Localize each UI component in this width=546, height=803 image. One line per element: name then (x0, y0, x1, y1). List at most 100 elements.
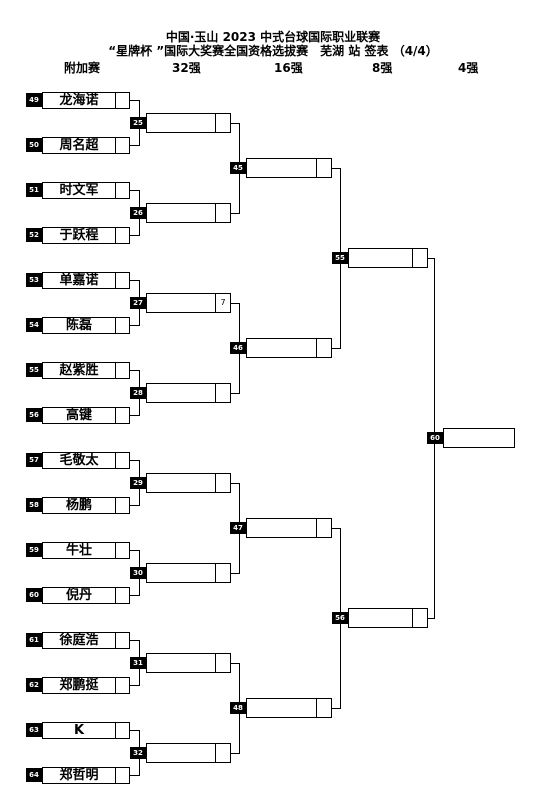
match-slot[interactable] (146, 382, 231, 403)
player-slot[interactable]: 周名超 (42, 137, 130, 154)
match-number: 26 (130, 206, 146, 219)
bracket-connector (231, 482, 240, 484)
player-slot[interactable]: 单嘉诺 (42, 272, 130, 289)
bracket-connector (231, 122, 240, 124)
match-score (215, 473, 230, 492)
player-seed-number: 59 (26, 543, 42, 557)
player-slot[interactable]: 时文军 (42, 182, 130, 199)
bracket-connector (231, 392, 240, 394)
player-slot[interactable]: 郑哲明 (42, 767, 130, 784)
player-slot[interactable]: 毛敬太 (42, 452, 130, 469)
player-score (115, 723, 131, 738)
bracket-connector (231, 662, 240, 664)
player-score (115, 183, 131, 198)
player-slot[interactable]: K (42, 722, 130, 739)
round-label-32: 32强 (172, 61, 201, 75)
match-score (316, 158, 331, 177)
match-slot[interactable] (348, 607, 428, 628)
bracket-connector (428, 257, 435, 259)
match-slot[interactable] (246, 157, 332, 178)
bracket-connector (130, 685, 140, 686)
bracket-connector (130, 640, 140, 641)
player-seed-number: 58 (26, 498, 42, 512)
match-slot[interactable] (246, 697, 332, 718)
bracket-subtitle: “星牌杯 ”国际大奖赛全国资格选拔赛 芜湖 站 签表 （4/4） (108, 44, 438, 58)
match-slot[interactable] (146, 742, 231, 763)
bracket-connector (130, 235, 140, 236)
player-seed-number: 61 (26, 633, 42, 647)
match-score (215, 653, 230, 672)
match-number: 48 (230, 701, 246, 714)
bracket-connector (428, 617, 435, 619)
player-slot[interactable]: 郑鹏挺 (42, 677, 130, 694)
match-score (215, 113, 230, 132)
match-score (215, 743, 230, 762)
match-slot[interactable] (146, 112, 231, 133)
bracket-title: 中国·玉山 2023 中式台球国际职业联赛 (165, 30, 381, 44)
player-slot[interactable]: 倪丹 (42, 587, 130, 604)
player-score (115, 453, 131, 468)
bracket-connector (130, 505, 140, 506)
player-slot[interactable]: 龙海诺 (42, 92, 130, 109)
player-name: 郑哲明 (59, 768, 99, 783)
match-score (412, 608, 427, 627)
player-score (115, 633, 131, 648)
bracket-connector (130, 595, 140, 596)
player-name: 于跃程 (59, 228, 99, 243)
bracket-connector (130, 190, 140, 191)
bracket-connector (130, 370, 140, 371)
player-name: 时文军 (59, 183, 99, 198)
match-slot[interactable] (146, 562, 231, 583)
player-name: 徐庭浩 (59, 633, 99, 648)
match-score: 7 (215, 293, 230, 312)
match-number: 29 (130, 476, 146, 489)
player-slot[interactable]: 陈磊 (42, 317, 130, 334)
player-slot[interactable]: 杨鹏 (42, 497, 130, 514)
match-slot[interactable] (443, 427, 515, 448)
player-name: 龙海诺 (59, 93, 99, 108)
bracket-connector (332, 347, 341, 349)
bracket-connector (130, 280, 140, 281)
player-seed-number: 57 (26, 453, 42, 467)
bracket-connector (231, 752, 240, 754)
match-slot[interactable] (348, 247, 428, 268)
round-label-16: 16强 (274, 61, 303, 75)
bracket-connector (332, 707, 341, 709)
match-slot[interactable] (246, 517, 332, 538)
player-name: 郑鹏挺 (59, 678, 99, 693)
player-score (115, 543, 131, 558)
round-label-playoff: 附加赛 (64, 61, 101, 75)
player-slot[interactable]: 高键 (42, 407, 130, 424)
match-slot[interactable] (146, 472, 231, 493)
player-seed-number: 62 (26, 678, 42, 692)
bracket-connector (231, 302, 240, 304)
player-seed-number: 49 (26, 93, 42, 107)
player-slot[interactable]: 赵紫胜 (42, 362, 130, 379)
match-slot[interactable] (246, 337, 332, 358)
player-seed-number: 52 (26, 228, 42, 242)
player-seed-number: 50 (26, 138, 42, 152)
bracket-connector (130, 550, 140, 551)
match-number: 25 (130, 116, 146, 129)
bracket-connector (130, 100, 140, 101)
match-number: 46 (230, 341, 246, 354)
player-seed-number: 51 (26, 183, 42, 197)
player-score (115, 318, 131, 333)
player-seed-number: 55 (26, 363, 42, 377)
bracket-connector (130, 145, 140, 146)
bracket-connector (332, 167, 341, 169)
bracket-connector (130, 730, 140, 731)
match-number: 32 (130, 746, 146, 759)
player-slot[interactable]: 牛壮 (42, 542, 130, 559)
player-slot[interactable]: 徐庭浩 (42, 632, 130, 649)
player-seed-number: 63 (26, 723, 42, 737)
match-number: 28 (130, 386, 146, 399)
match-score (412, 248, 427, 267)
match-slot[interactable] (146, 202, 231, 223)
match-slot[interactable]: 7 (146, 292, 231, 313)
player-slot[interactable]: 于跃程 (42, 227, 130, 244)
player-name: 周名超 (59, 138, 99, 153)
player-name: K (73, 723, 85, 738)
match-slot[interactable] (146, 652, 231, 673)
player-score (115, 273, 131, 288)
